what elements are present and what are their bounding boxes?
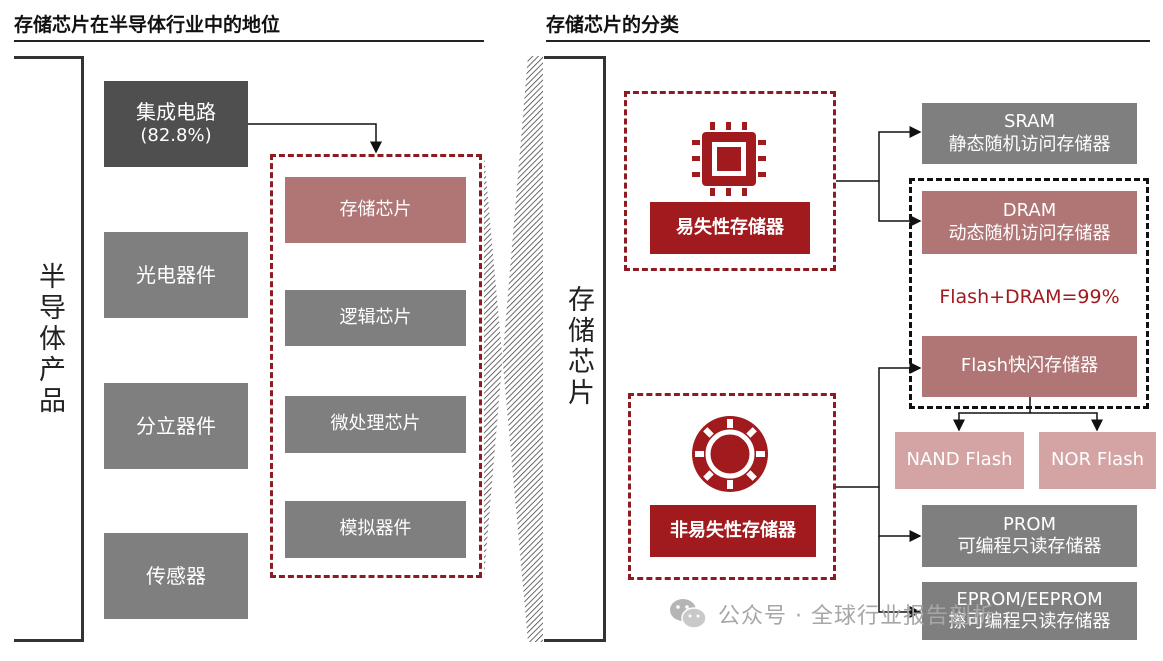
ic-type-label: 微处理芯片 — [330, 413, 421, 435]
ic-type-label: 模拟器件 — [339, 518, 412, 540]
nand-flash-box: NAND Flash — [895, 432, 1024, 489]
memory-type-name: SRAM — [1003, 111, 1056, 132]
prom-box: PROM 可编程只读存储器 — [922, 505, 1137, 567]
category-label: 传感器 — [146, 563, 206, 588]
disc-icon — [690, 414, 770, 494]
volatile-memory-group — [624, 91, 836, 271]
category-integrated-circuit: 集成电路 (82.8%) — [104, 81, 248, 167]
memory-chip-label: 存储芯片 — [563, 285, 594, 409]
flash-dram-group — [909, 178, 1149, 409]
zoom-funnel — [484, 56, 543, 642]
memory-type-name: Flash快闪存储器 — [960, 355, 1099, 377]
memory-type-desc: 可编程只读存储器 — [957, 536, 1102, 557]
nor-flash-box: NOR Flash — [1039, 432, 1156, 489]
flash-to-nand-arrow — [953, 397, 1031, 432]
memory-type-desc: 擦可编程只读存储器 — [948, 611, 1111, 632]
category-label: 光电器件 — [136, 262, 216, 287]
nonvolatile-memory-label: 非易失性存储器 — [650, 505, 816, 557]
right-title-rule — [546, 40, 1150, 42]
ic-type-memory-chip: 存储芯片 — [285, 177, 466, 243]
nonvolatile-to-prom-arrow — [878, 487, 922, 542]
category-sensor: 传感器 — [104, 533, 248, 619]
volatile-to-sram-arrow — [836, 126, 922, 182]
flash-box: Flash快闪存储器 — [922, 336, 1137, 397]
semiconductor-bracket — [14, 56, 84, 642]
ic-type-label: 逻辑芯片 — [339, 306, 412, 328]
flash-to-nor-arrow — [1030, 412, 1103, 432]
category-label: 分立器件 — [136, 413, 216, 438]
category-label: 集成电路 — [136, 100, 216, 125]
watermark-text: 公众号 · 全球行业报告剖析 — [718, 604, 995, 629]
eprom-eeprom-box: EPROM/EEPROM 擦可编程只读存储器 — [922, 582, 1137, 640]
memory-type-name: PROM — [1002, 513, 1057, 535]
memory-chip-bracket — [544, 56, 606, 642]
ic-type-logic-chip: 逻辑芯片 — [285, 290, 466, 346]
sram-box: SRAM 静态随机访问存储器 — [922, 103, 1137, 164]
ic-type-label: 存储芯片 — [339, 198, 412, 220]
volatile-memory-label: 易失性存储器 — [650, 202, 810, 254]
nonvolatile-memory-group — [628, 393, 836, 580]
ic-subtypes-group — [270, 154, 482, 578]
ic-type-microprocessor: 微处理芯片 — [285, 396, 466, 453]
memory-type-name: EPROM/EEPROM — [956, 588, 1103, 610]
wechat-icon — [668, 596, 708, 632]
nonvolatile-to-eprom-arrow — [878, 536, 922, 618]
memory-type-desc: 静态随机访问存储器 — [948, 133, 1111, 155]
ic-to-memory-arrow — [248, 123, 382, 154]
left-title-rule — [14, 40, 484, 42]
semiconductor-products-label: 半导体产品 — [34, 262, 65, 417]
nonvolatile-to-flash-arrow — [836, 362, 922, 488]
memory-type-desc: 动态随机访问存储器 — [948, 222, 1111, 244]
right-panel-title: 存储芯片的分类 — [546, 14, 680, 36]
ic-type-analog-device: 模拟器件 — [285, 501, 466, 558]
chip-icon — [688, 118, 770, 200]
category-share: (82.8%) — [140, 125, 212, 147]
flash-subtype-label: NAND Flash — [906, 449, 1013, 471]
dram-box: DRAM 动态随机访问存储器 — [922, 191, 1137, 254]
left-panel-title: 存储芯片在半导体行业中的地位 — [14, 14, 281, 36]
market-share-note: Flash+DRAM=99% — [939, 286, 1120, 308]
memory-type-name: DRAM — [1002, 200, 1057, 221]
flash-subtype-label: NOR Flash — [1050, 449, 1145, 471]
category-optoelectronic: 光电器件 — [104, 232, 248, 318]
category-discrete: 分立器件 — [104, 383, 248, 469]
volatile-to-dram-arrow — [878, 181, 922, 227]
